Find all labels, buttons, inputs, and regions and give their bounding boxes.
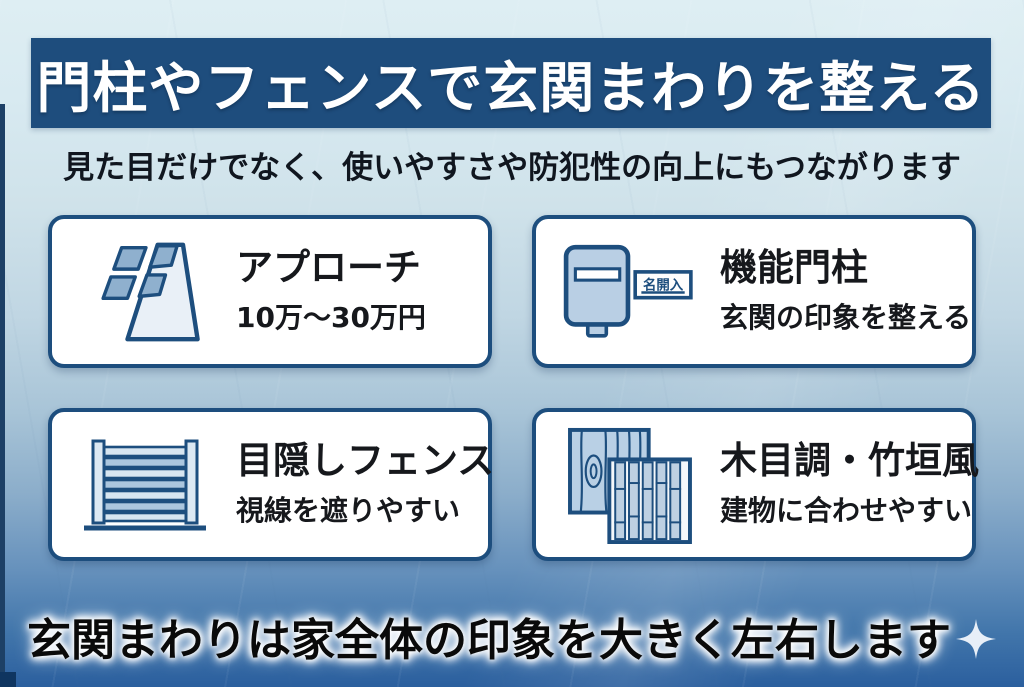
card-approach: アプローチ 10万〜30万円 bbox=[48, 215, 492, 368]
mailbox-icon: 名開入 bbox=[560, 244, 698, 340]
card-title: 木目調・竹垣風 bbox=[720, 439, 979, 483]
card-wood-bamboo: 木目調・竹垣風 建物に合わせやすい bbox=[532, 408, 979, 561]
card-description: 玄関の印象を整える bbox=[720, 300, 972, 334]
bottom-left-corner-accent bbox=[0, 672, 16, 687]
header-banner: 門柱やフェンスで玄関まわりを整える bbox=[31, 38, 991, 128]
paving-approach-icon bbox=[76, 236, 214, 348]
nameplate-label: 名開入 bbox=[643, 276, 684, 293]
card-title: 目隠しフェンス bbox=[236, 439, 495, 483]
card-description: 視線を遮りやすい bbox=[236, 493, 461, 527]
wood-bamboo-icon bbox=[560, 426, 698, 544]
left-border-strip bbox=[0, 104, 5, 687]
card-description: 10万〜30万円 bbox=[236, 300, 426, 334]
card-privacy-fence: 目隠しフェンス 視線を遮りやすい bbox=[48, 408, 495, 561]
card-title: アプローチ bbox=[236, 246, 421, 290]
card-title: 機能門柱 bbox=[720, 246, 868, 290]
subtitle: 見た目だけでなく、使いやすさや防犯性の向上にもつながります bbox=[63, 149, 961, 186]
sparkle-icon bbox=[956, 618, 996, 659]
footer-banner: 玄関まわりは家全体の印象を大きく左右します bbox=[0, 598, 1024, 673]
footer-text: 玄関まわりは家全体の印象を大きく左右します bbox=[27, 614, 951, 666]
privacy-fence-icon bbox=[76, 436, 214, 534]
card-description: 建物に合わせやすい bbox=[720, 493, 973, 527]
page-title: 門柱やフェンスで玄関まわりを整える bbox=[36, 56, 986, 120]
card-functional-gate-post: 名開入 機能門柱 玄関の印象を整える bbox=[532, 215, 976, 368]
